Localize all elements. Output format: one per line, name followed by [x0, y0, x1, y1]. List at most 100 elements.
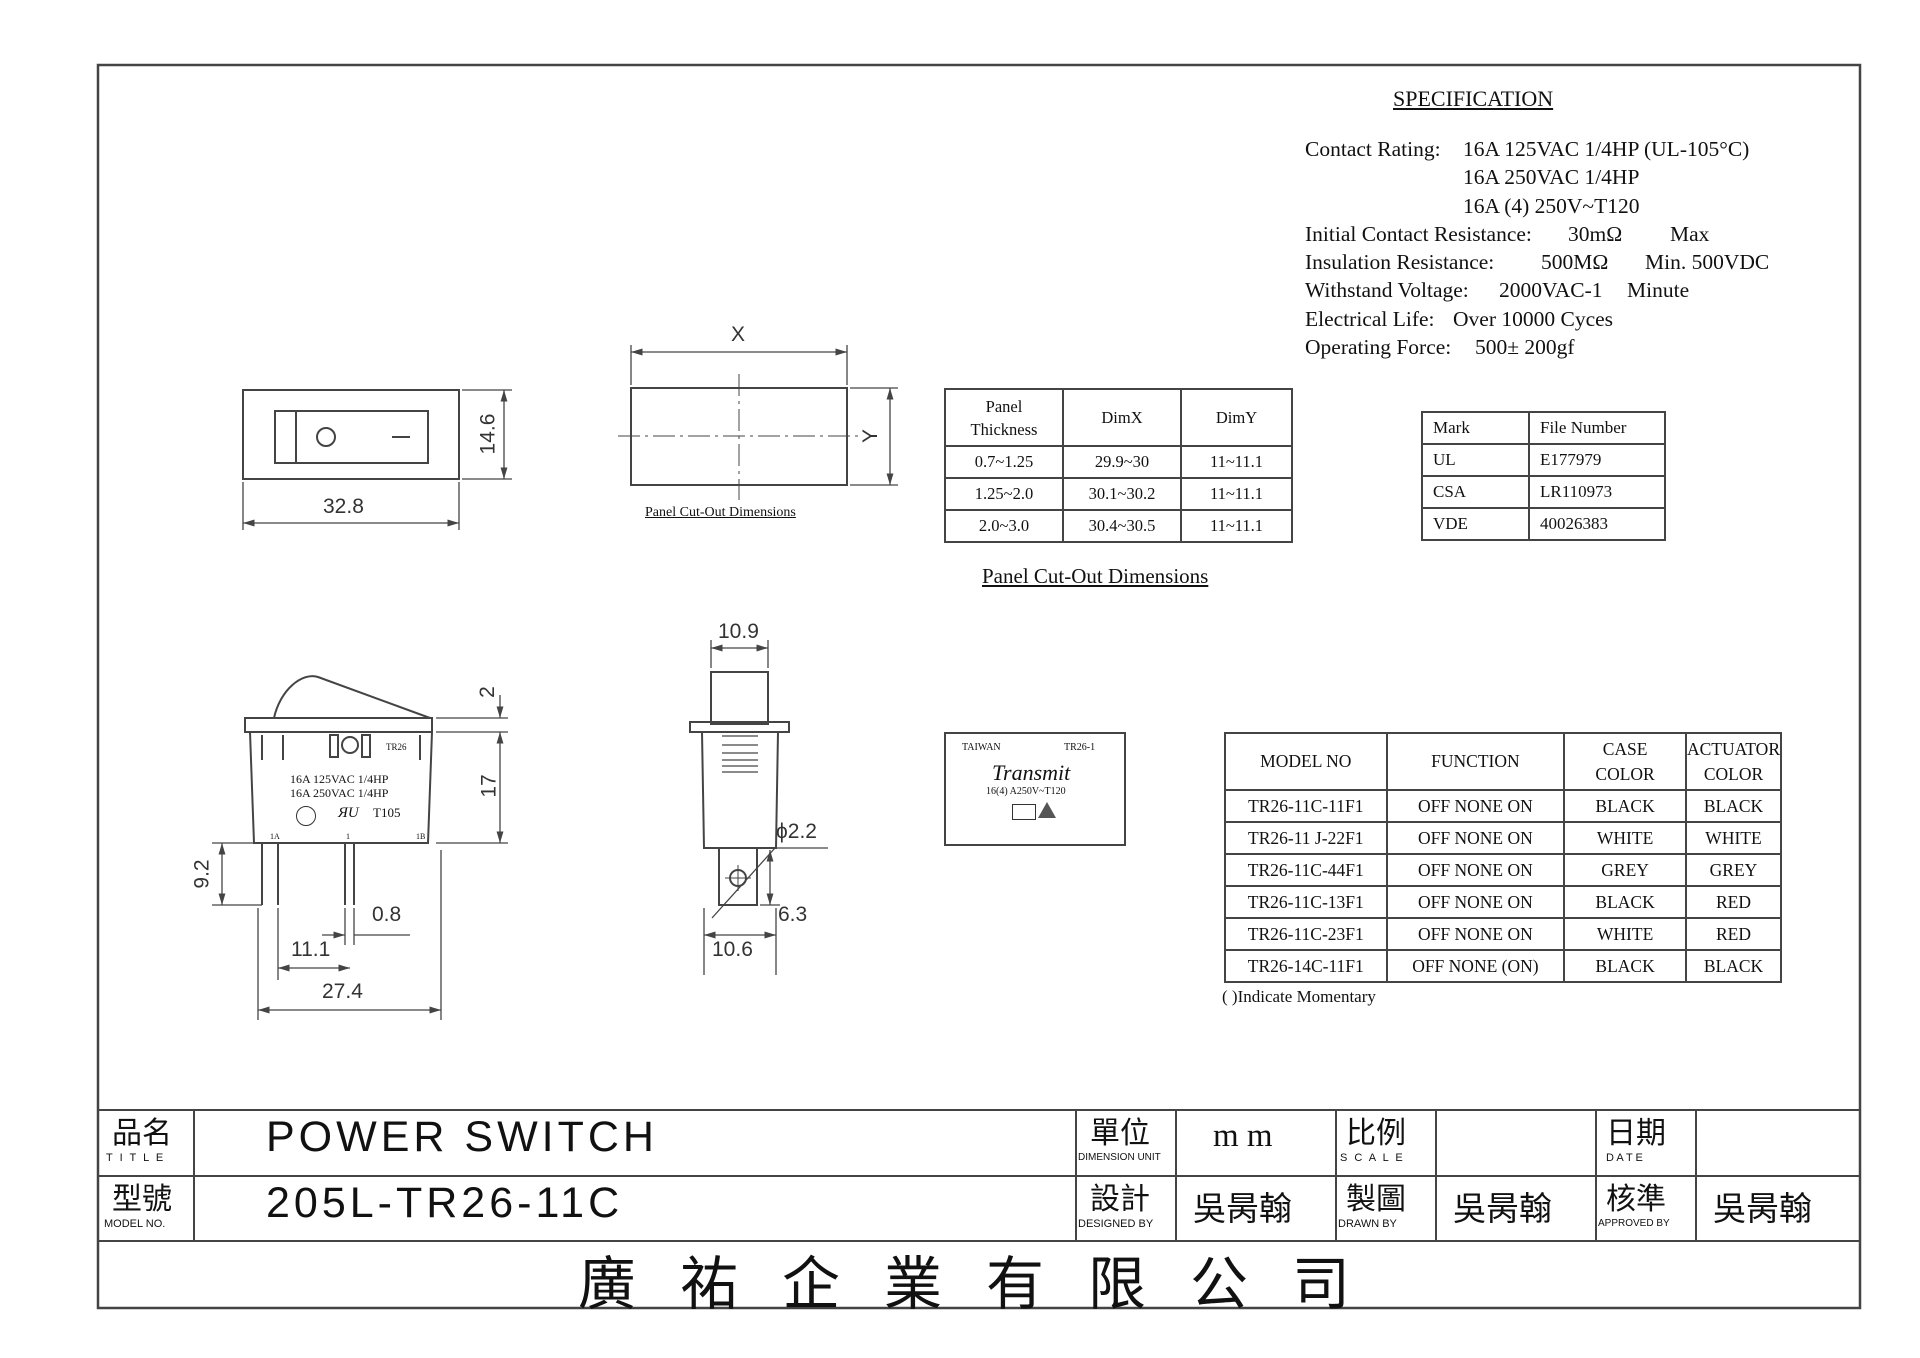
table-header: FUNCTION — [1385, 732, 1566, 791]
designer-label-en: DESIGNED BY — [1078, 1218, 1154, 1230]
top-view — [242, 389, 512, 530]
dim-cutout-y: Y — [859, 428, 883, 444]
spec-extra: Max — [1670, 221, 1710, 246]
table-header: DimX — [1062, 388, 1182, 447]
table-cell: LR110973 — [1528, 475, 1666, 509]
spec-value: 16A 125VAC 1/4HP (UL-105°C) — [1463, 137, 1750, 161]
table-row: UL E177979 — [1421, 443, 1666, 477]
warning-triangle-icon — [1038, 802, 1056, 818]
terminal-label: 1B — [416, 832, 426, 841]
table-row: TR26-11C-44F1 OFF NONE ON GREY GREY — [1224, 853, 1783, 887]
scale-label-en: S C A L E — [1340, 1152, 1405, 1164]
table-cell: GREY — [1684, 853, 1783, 887]
table-cell: 1.25~2.0 — [944, 477, 1064, 511]
spec-extra: Minute — [1627, 278, 1690, 303]
designer-label-cn: 設計 — [1090, 1182, 1150, 1217]
table-cell: TR26-11C-11F1 — [1224, 789, 1388, 823]
table-header-row: Mark File Number — [1421, 411, 1666, 445]
table-row: 1.25~2.0 30.1~30.2 11~11.1 — [944, 477, 1293, 511]
table-cell: OFF NONE ON — [1385, 885, 1566, 919]
table-cell: 30.4~30.5 — [1062, 509, 1182, 543]
table-header: Mark — [1421, 411, 1530, 445]
table-header-row: Panel Thickness DimX DimY — [944, 388, 1293, 447]
unit-label-en: DIMENSION UNIT — [1078, 1152, 1161, 1163]
stamp-brand: Transmit — [992, 760, 1071, 785]
table-cell: OFF NONE ON — [1385, 789, 1566, 823]
spec-label: Contact Rating: — [1305, 137, 1441, 161]
table-cell: 11~11.1 — [1180, 509, 1293, 543]
spec-extra: Min. 500VDC — [1645, 250, 1770, 275]
body-mark-rating: 16A 125VAC 1/4HP — [290, 772, 389, 786]
spec-value: Over 10000 Cyces — [1453, 306, 1614, 331]
unit-label-cn: 單位 — [1090, 1116, 1150, 1151]
table-row: VDE 40026383 — [1421, 507, 1666, 541]
table-cell: RED — [1684, 917, 1783, 951]
table-header: CASE COLOR — [1563, 732, 1687, 791]
specification-title: SPECIFICATION — [1393, 86, 1554, 111]
body-mark-temp: T105 — [373, 805, 401, 820]
dim-pin-width: 0.8 — [372, 903, 402, 926]
drawn-label-cn: 製圖 — [1346, 1182, 1406, 1217]
table-cell: 11~11.1 — [1180, 445, 1293, 479]
date-label-cn: 日期 — [1606, 1116, 1666, 1151]
drawn-value: 吳昺翰 — [1453, 1189, 1552, 1228]
table-row: TR26-11C-23F1 OFF NONE ON WHITE RED — [1224, 917, 1783, 951]
spec-label: Electrical Life: — [1305, 306, 1435, 331]
cutout-view — [618, 345, 898, 500]
table-cell: 29.9~30 — [1062, 445, 1182, 479]
table-row: TR26-11 J-22F1 OFF NONE ON WHITE WHITE — [1224, 821, 1783, 855]
spec-value: 500± 200gf — [1475, 335, 1575, 360]
table-cell: TR26-11 J-22F1 — [1224, 821, 1388, 855]
table-cell: TR26-14C-11F1 — [1224, 949, 1388, 983]
table-cell: VDE — [1421, 507, 1530, 541]
table-cell: E177979 — [1528, 443, 1666, 477]
spec-label: Operating Force: — [1305, 335, 1452, 360]
label-stamp: TAIWAN TR26-1 Transmit 16(4) A250V~T120 — [944, 732, 1126, 846]
table-header: ACTUATOR COLOR — [1684, 732, 1783, 791]
table-cell: BLACK — [1563, 885, 1687, 919]
csa-mark-icon — [296, 806, 316, 826]
model-value: 205L-TR26-11C — [266, 1179, 624, 1227]
table-cell: WHITE — [1563, 821, 1687, 855]
panel-table-caption: Panel Cut-Out Dimensions — [982, 564, 1209, 588]
dim-top-width: 32.8 — [323, 495, 364, 518]
table-cell: BLACK — [1563, 949, 1687, 983]
dim-end-bottom-width: 10.6 — [712, 938, 753, 961]
table-row: TR26-11C-13F1 OFF NONE ON BLACK RED — [1224, 885, 1783, 919]
table-cell: TR26-11C-13F1 — [1224, 885, 1388, 919]
dim-pin-length: 9.2 — [190, 859, 214, 889]
model-label-cn: 型號 — [112, 1182, 172, 1217]
table-cell: BLACK — [1684, 789, 1783, 823]
table-cell: 11~11.1 — [1180, 477, 1293, 511]
dim-tab-length: 6.3 — [778, 903, 808, 926]
dim-side-body: 17 — [477, 774, 501, 798]
cutout-caption: Panel Cut-Out Dimensions — [645, 505, 796, 520]
dim-pin-span: 27.4 — [322, 980, 363, 1003]
table-cell: BLACK — [1684, 949, 1783, 983]
table-cell: TR26-11C-44F1 — [1224, 853, 1388, 887]
spec-value: 16A 250VAC 1/4HP — [1463, 165, 1640, 190]
dim-hole-diameter: ϕ2.2 — [776, 820, 817, 843]
spec-label: Insulation Resistance: — [1305, 250, 1495, 275]
ul-mark-icon: ЯU — [338, 805, 359, 821]
panel-cutout-table: Panel Thickness DimX DimY 0.7~1.25 29.9~… — [944, 388, 1293, 543]
table-row: TR26-11C-11F1 OFF NONE ON BLACK BLACK — [1224, 789, 1783, 823]
dim-end-top-width: 10.9 — [718, 620, 759, 643]
stamp-model: TR26-1 — [1064, 742, 1096, 753]
table-cell: 30.1~30.2 — [1062, 477, 1182, 511]
scale-label-cn: 比例 — [1346, 1116, 1406, 1151]
table-row: CSA LR110973 — [1421, 475, 1666, 509]
title-label-cn: 品名 — [112, 1116, 172, 1151]
table-cell: OFF NONE ON — [1385, 853, 1566, 887]
table-row: TR26-14C-11F1 OFF NONE (ON) BLACK BLACK — [1224, 949, 1783, 983]
table-cell: CSA — [1421, 475, 1530, 509]
spec-value: 500MΩ — [1541, 250, 1609, 275]
stamp-origin: TAIWAN — [962, 742, 1001, 753]
spec-label: Withstand Voltage: — [1305, 278, 1469, 303]
end-view — [689, 640, 828, 975]
table-cell: 0.7~1.25 — [944, 445, 1064, 479]
table-header: File Number — [1528, 411, 1666, 445]
table-cell: 2.0~3.0 — [944, 509, 1064, 543]
table-row: 2.0~3.0 30.4~30.5 11~11.1 — [944, 509, 1293, 543]
